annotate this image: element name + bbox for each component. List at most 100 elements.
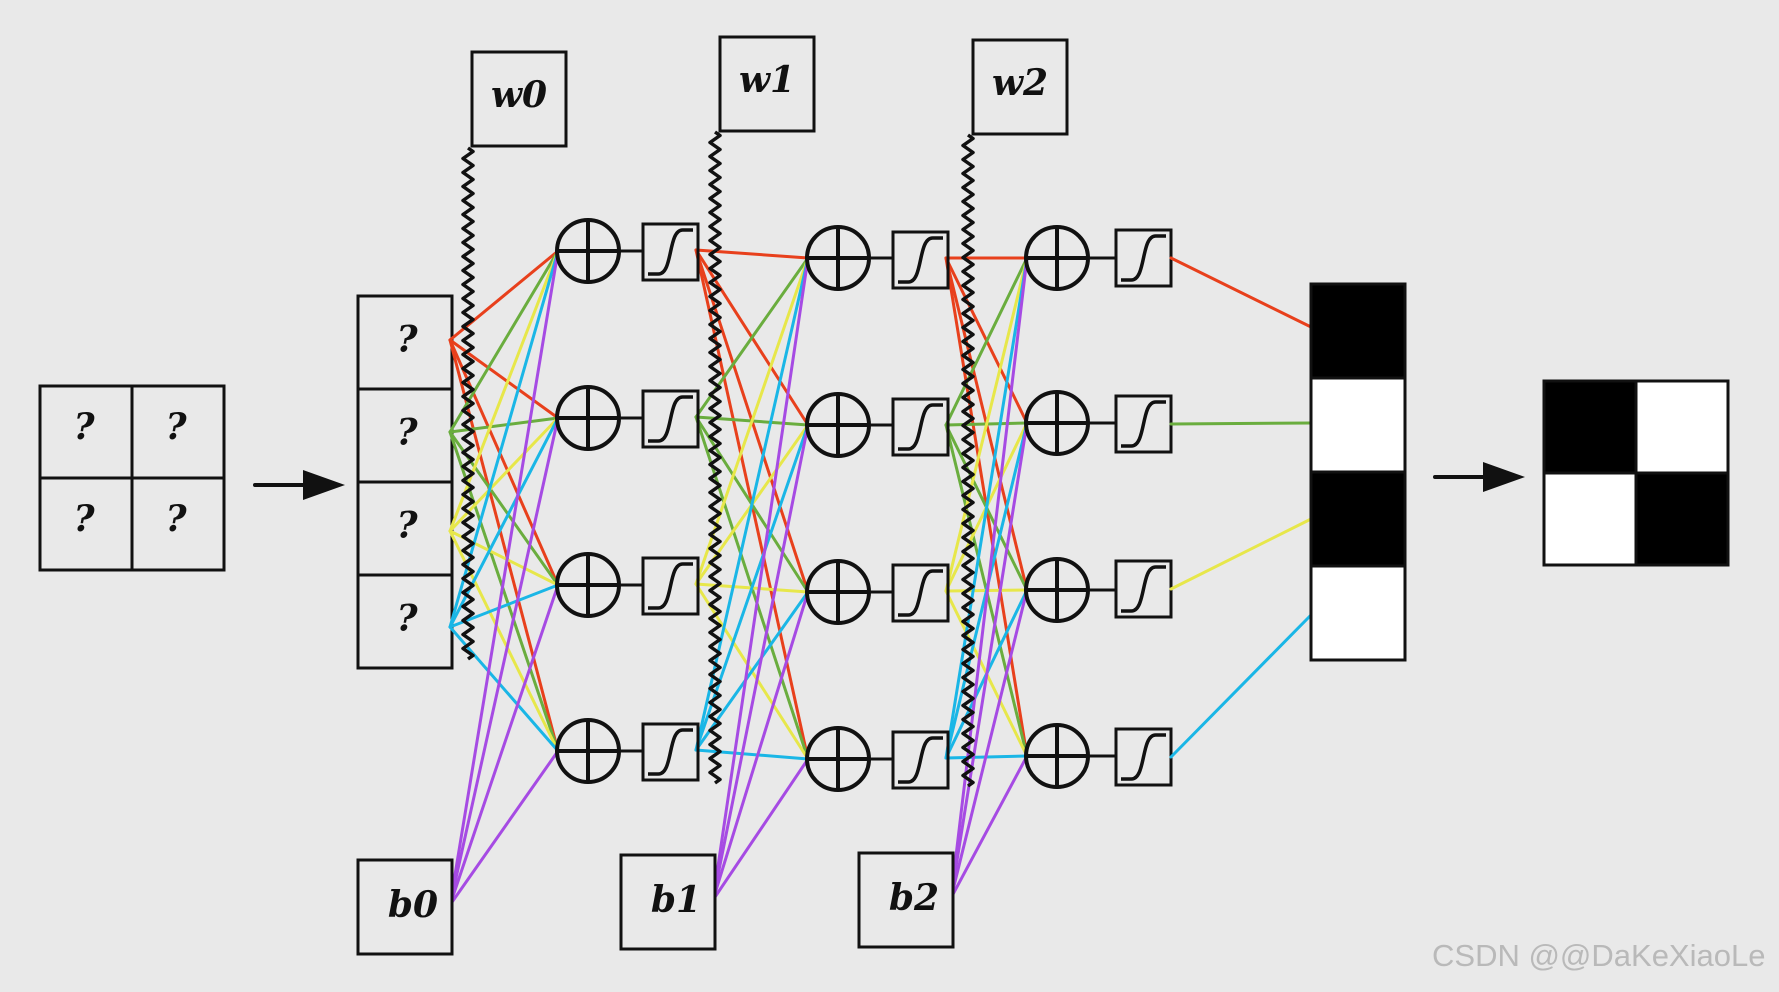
sigmoid-box [891, 730, 950, 790]
adder-node [1024, 390, 1090, 456]
input-vector: ???? [356, 294, 454, 670]
weight-box-w0: w0 [470, 50, 568, 148]
sigmoid-node [1114, 727, 1173, 787]
sigmoid-box [891, 230, 950, 290]
bias-label: b2 [889, 877, 939, 919]
bias-box [356, 858, 454, 956]
connections [448, 248, 1029, 907]
sigmoid-curve [898, 569, 943, 617]
sigmoid-node [641, 556, 700, 616]
adder-node [805, 392, 871, 458]
weight-squiggle [961, 133, 975, 788]
sigmoid-box [641, 389, 700, 449]
sigmoid-node [891, 230, 950, 290]
weight-box [718, 35, 816, 133]
weight-connection [944, 256, 1029, 760]
weight-connection [448, 625, 560, 753]
sigmoid-node [1114, 559, 1173, 619]
weight-box [470, 50, 568, 148]
weight-connection [944, 256, 1029, 427]
bias-connection [711, 590, 810, 902]
weight-box-w2: w2 [971, 38, 1069, 136]
input-grid: ???? [38, 384, 226, 572]
sigmoid-box [641, 222, 700, 282]
weight-box [971, 38, 1069, 136]
sigmoid-node [641, 389, 700, 449]
input-grid-cell-label: ? [165, 498, 187, 540]
bias-box [857, 851, 955, 949]
bias-label: b0 [388, 884, 438, 926]
input-vector-cell-label: ? [396, 319, 418, 361]
adder-node [1024, 557, 1090, 623]
output-connection [1169, 256, 1313, 329]
sigmoid-curve [898, 736, 943, 784]
bias-connection [949, 588, 1029, 900]
bias-connection [711, 423, 810, 902]
weight-connection [694, 590, 810, 752]
sigmoid-curve [648, 562, 693, 610]
bias-connection [711, 757, 810, 902]
weight-connection [694, 423, 810, 752]
sigmoid-node [891, 397, 950, 457]
adder-node [555, 218, 621, 284]
adder-node [1024, 225, 1090, 291]
adder-node [805, 559, 871, 625]
weight-connection [448, 249, 560, 629]
adder-node [555, 385, 621, 451]
bias-label: b1 [651, 879, 701, 921]
input-vector-cell-label: ? [396, 505, 418, 547]
output-vector-cell [1309, 282, 1407, 380]
sigmoid-curve [1121, 565, 1166, 613]
sigmoid-curve [898, 403, 943, 451]
sigmoid-node [641, 722, 700, 782]
sigmoid-node [641, 222, 700, 282]
adder-node [555, 718, 621, 784]
bias-box-b2: b2 [857, 851, 955, 949]
output-grid [1542, 379, 1730, 567]
arrow-reshape [1433, 462, 1525, 492]
output-connection [1169, 613, 1313, 759]
bias-connection [448, 749, 560, 907]
input-grid-cell [130, 476, 226, 572]
sigmoid-box [891, 397, 950, 457]
weight-squiggle [461, 146, 475, 661]
bias-connection [711, 256, 810, 902]
sigmoid-node [891, 730, 950, 790]
input-vector-cell-label: ? [396, 412, 418, 454]
weight-box-w1: w1 [718, 35, 816, 133]
sigmoid-node [1114, 228, 1173, 288]
bias-box [619, 853, 717, 951]
weight-connection [448, 249, 560, 342]
output-vector-cell [1309, 470, 1407, 568]
sigmoid-box [641, 722, 700, 782]
sigmoid-curve [1121, 733, 1166, 781]
arrow-head [303, 470, 345, 500]
sigmoid-box [891, 563, 950, 623]
sigmoid-curve [1121, 400, 1166, 448]
output-vector-cell [1309, 376, 1407, 474]
input-grid-cell-label: ? [165, 406, 187, 448]
adder-node [1024, 723, 1090, 789]
output-grid-cell [1634, 379, 1730, 475]
output-connection [1169, 421, 1313, 426]
output-grid-cell [1542, 471, 1638, 567]
input-vector-cell-label: ? [396, 598, 418, 640]
bias-box-b0: b0 [356, 858, 454, 956]
arrow-flatten [253, 470, 345, 500]
adder-node [805, 726, 871, 792]
input-grid-cell-label: ? [73, 406, 95, 448]
output-connection [1169, 517, 1313, 591]
output-vector [1309, 282, 1407, 662]
sigmoid-curve [898, 236, 943, 284]
weight-connection [694, 748, 810, 761]
sigmoid-curve [648, 395, 693, 443]
bias-connection [448, 249, 560, 907]
bias-connection [448, 583, 560, 907]
sigmoid-node [1114, 394, 1173, 454]
sigmoid-curve [1121, 234, 1166, 282]
weight-connection [944, 256, 1029, 593]
output-grid-cell [1542, 379, 1638, 475]
sigmoid-curve [648, 728, 693, 776]
sigmoid-box [641, 556, 700, 616]
